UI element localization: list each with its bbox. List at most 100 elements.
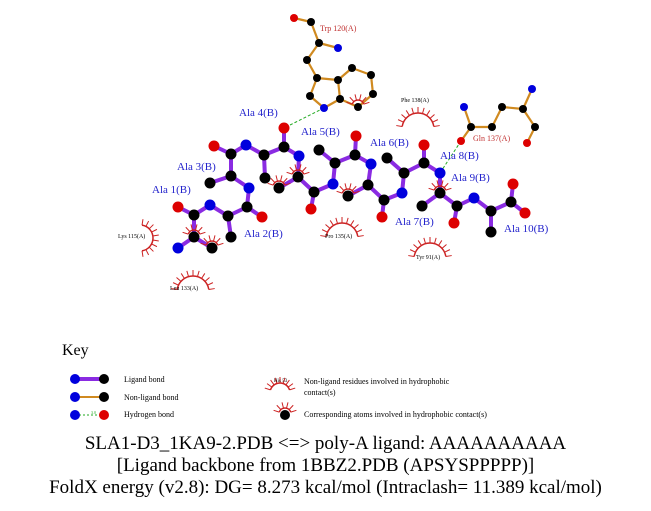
key-nonligand-bond-label: Non-ligand bond [124,393,179,402]
carbon-atom [342,190,354,202]
hydrophobic-atom-marker [428,180,452,191]
carbon-atom [278,141,290,153]
oxygen-atom [376,211,388,223]
hydrophobic-atom-marker [200,235,224,246]
hydrophobic-atom-marker [182,224,206,235]
nitrogen-atom [293,150,305,162]
carbon-atom [531,123,539,131]
carbon-atom [367,71,375,79]
hydrogen-bond [439,140,462,174]
residue-label-lys115: Lys 115(A) [118,234,146,240]
carbon-atom [313,144,325,156]
key-hydrophobic-atoms-label: Corresponding atoms involved in hydropho… [304,410,487,419]
ligand-label-ala5: Ala 5(B) [301,126,340,138]
key-hydrophobic-residues-label: Non-ligand residues involved in hydropho… [304,377,450,386]
caption-line-3: FoldX energy (v2.8): DG= 8.273 kcal/mol … [49,477,602,498]
carbon-atom [222,210,234,222]
oxygen-atom [523,139,531,147]
key-atom [99,410,109,420]
key-title: Key [62,342,89,359]
nitrogen-atom [240,139,252,151]
carbon-atom [434,187,446,199]
key-hydrophobic-arc [264,377,296,391]
residue-label-trp120: Trp 120(A) [320,24,357,33]
carbon-atom [308,186,320,198]
carbon-atom [259,172,271,184]
caption-line-1: SLA1-D3_1KA9-2.PDB <=> poly-A ligand: AA… [84,433,567,454]
carbon-atom [354,103,362,111]
nitrogen-atom [528,85,536,93]
carbon-atom [273,182,285,194]
nitrogen-atom [172,242,184,254]
nitrogen-atom [468,192,480,204]
hydrophobic-atom-marker [336,183,360,194]
oxygen-atom [457,137,465,145]
carbon-atom [498,103,506,111]
carbon-atom [467,123,475,131]
key-hbond-distance: 3.0 [91,410,96,415]
residue-label-gln137: Gln 137(A) [473,134,511,143]
hydrophobic-arc-pro135 [320,217,364,237]
key-atom [70,374,80,384]
carbon-atom [485,226,497,238]
ligand-label-ala4: Ala 4(B) [239,107,278,119]
ligand-label-ala8: Ala 8(B) [440,150,479,162]
key-hydrophobic-atom [280,410,290,420]
carbon-atom [303,56,311,64]
ligand-label-ala6: Ala 6(B) [370,137,409,149]
oxygen-atom [305,203,317,215]
carbon-atom [204,177,216,189]
oxygen-atom [418,139,430,151]
carbon-atom [362,179,374,191]
key-atom [99,374,109,384]
ligand-label-ala1: Ala 1(B) [152,184,191,196]
carbon-atom [292,171,304,183]
hydrogen-bond [283,107,325,129]
ligand-label-ala2: Ala 2(B) [244,228,283,240]
carbon-atom [206,242,218,254]
nitrogen-atom [396,187,408,199]
carbon-atom [381,152,393,164]
nitrogen-atom [334,44,342,52]
oxygen-atom [350,130,362,142]
oxygen-atom [290,14,298,22]
carbon-atom [313,74,321,82]
key-his-sample: His 53 [274,379,288,384]
hydrophobic-atom-marker [286,164,310,175]
carbon-atom [225,231,237,243]
nitrogen-atom [434,167,446,179]
key-hydrophobic-atom-marker [273,402,297,413]
oxygen-atom [507,178,519,190]
nitrogen-atom [460,103,468,111]
carbon-atom [258,149,270,161]
carbon-atom [398,167,410,179]
hydrophobic-arc-leu133 [171,270,215,290]
nitrogen-atom [204,199,216,211]
carbon-atom [349,149,361,161]
key-atom [70,392,80,402]
carbon-atom [505,196,517,208]
nitrogen-atom [243,182,255,194]
oxygen-atom [172,201,184,213]
carbon-atom [519,105,527,113]
hydrophobic-arc-tyr91 [408,237,452,257]
oxygen-atom [519,207,531,219]
residue-label-phe138: Phe 138(A) [401,98,429,104]
key-hydrogen-bond-label: Hydrogen bond [124,410,174,419]
key-ligand-bond-label: Ligand bond [124,375,165,384]
carbon-atom [188,209,200,221]
carbon-atom [369,90,377,98]
key-atom [70,410,80,420]
carbon-atom [315,39,323,47]
nitrogen-atom [365,158,377,170]
residue-label-tyr91: Tyr 91(A) [416,255,441,261]
residue-label-pro135: Pro 135(A) [325,234,353,240]
carbon-atom [188,231,200,243]
carbon-atom [225,170,237,182]
nitrogen-atom [327,178,339,190]
carbon-atom [336,95,344,103]
carbon-atom [451,200,463,212]
carbon-atom [329,157,341,169]
key-atom [99,392,109,402]
